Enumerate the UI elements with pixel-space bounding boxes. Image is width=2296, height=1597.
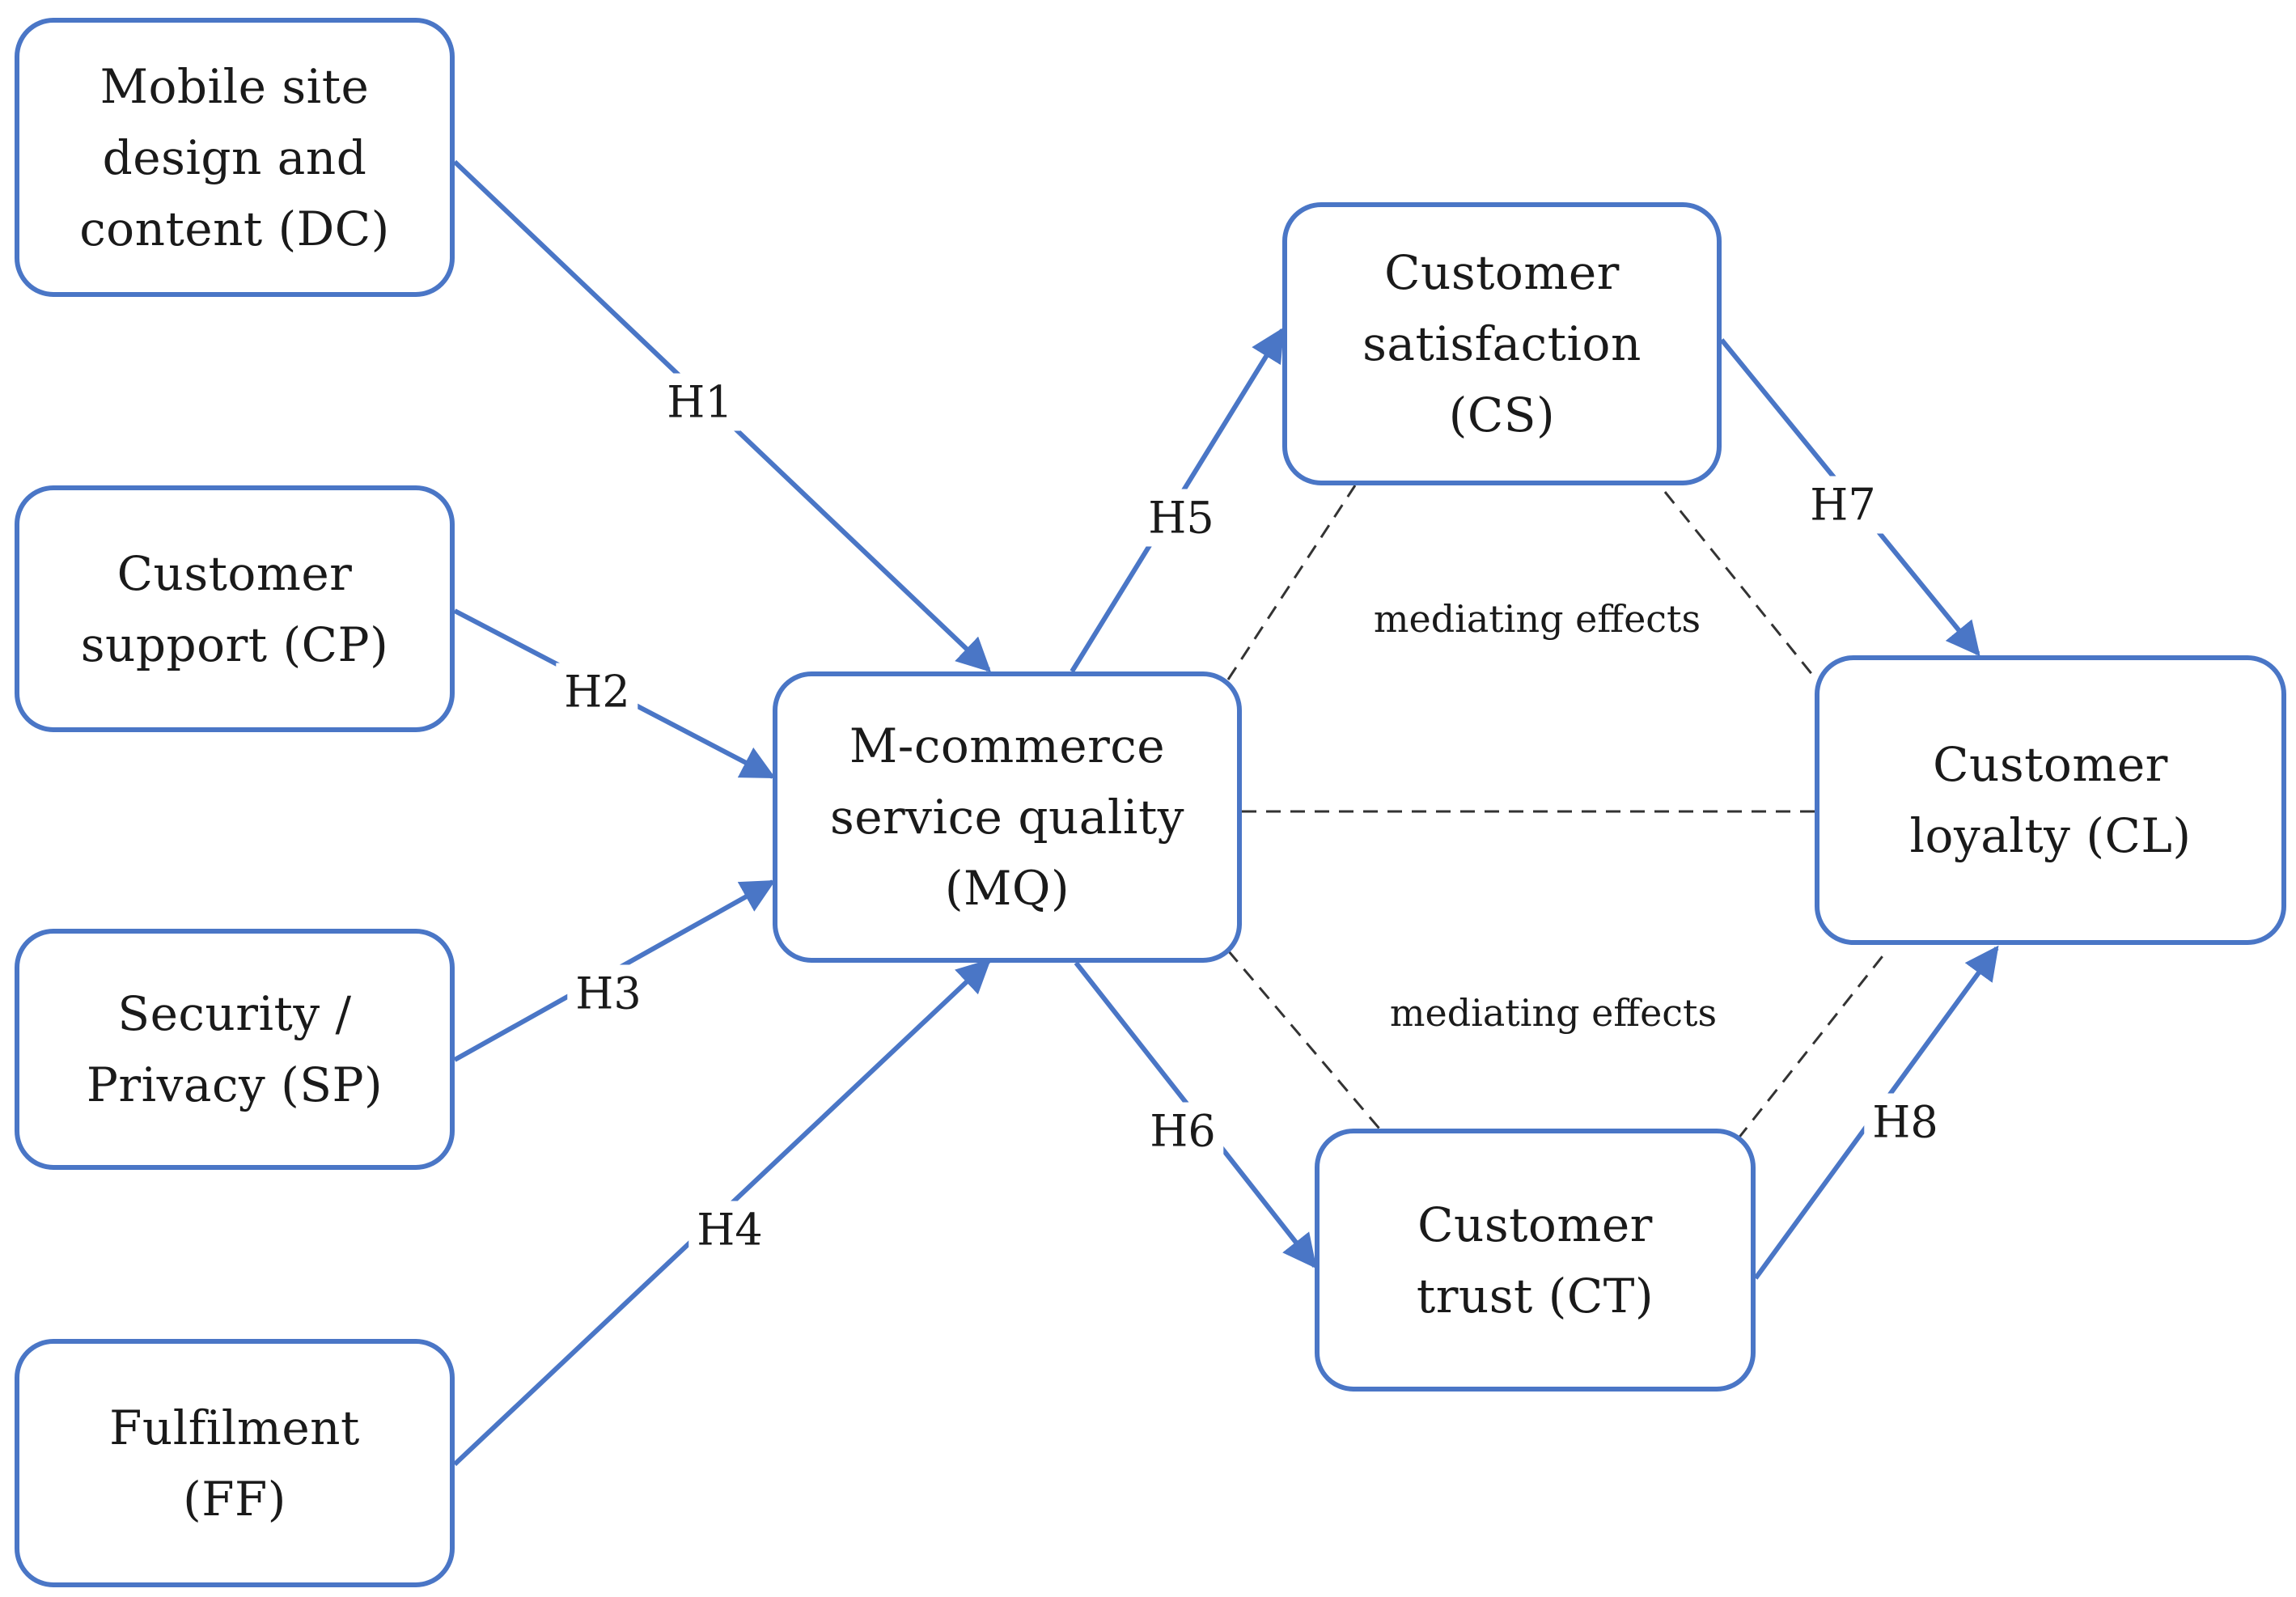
node-design-content: Mobile site design and content (DC) — [15, 18, 455, 297]
dashed-link-mq-cs — [1226, 485, 1357, 680]
node-customer-trust-label: Customer trust (CT) — [1416, 1197, 1654, 1324]
node-security-privacy: Security / Privacy (SP) — [15, 929, 455, 1170]
hypothesis-label-h2: H2 — [556, 663, 638, 721]
node-customer-satisfaction-label: Customer satisfaction (CS) — [1362, 245, 1642, 443]
hypothesis-label-h5: H5 — [1140, 489, 1222, 547]
hypothesis-label-h3: H3 — [567, 964, 650, 1023]
hypothesis-label-h6: H6 — [1142, 1102, 1224, 1160]
node-design-content-label: Mobile site design and content (DC) — [79, 58, 390, 256]
node-customer-support-label: Customer support (CP) — [80, 545, 389, 672]
dashed-link-mq-ct — [1226, 950, 1381, 1129]
node-fulfilment-label: Fulfilment (FF) — [109, 1400, 360, 1527]
mediating-effects-note-top: mediating effects — [1373, 597, 1701, 641]
node-customer-trust: Customer trust (CT) — [1315, 1129, 1756, 1392]
node-mcommerce-service-quality-label: M-commerce service quality (MQ) — [829, 718, 1185, 916]
dashed-link-ct-cl — [1736, 952, 1887, 1140]
hypothesis-label-h4: H4 — [688, 1201, 771, 1259]
mediating-effects-note-bottom: mediating effects — [1389, 991, 1718, 1035]
node-customer-loyalty-label: Customer loyalty (CL) — [1909, 737, 2192, 863]
hypothesis-label-h7: H7 — [1802, 476, 1884, 534]
node-fulfilment: Fulfilment (FF) — [15, 1339, 455, 1587]
hypothesis-label-h8: H8 — [1864, 1093, 1947, 1151]
node-customer-satisfaction: Customer satisfaction (CS) — [1282, 202, 1722, 485]
node-security-privacy-label: Security / Privacy (SP) — [86, 986, 383, 1112]
dashed-link-cs-cl — [1663, 491, 1818, 680]
node-customer-loyalty: Customer loyalty (CL) — [1815, 655, 2286, 945]
hypothesis-label-h1: H1 — [659, 373, 741, 431]
node-mcommerce-service-quality: M-commerce service quality (MQ) — [773, 671, 1242, 963]
node-customer-support: Customer support (CP) — [15, 485, 455, 732]
